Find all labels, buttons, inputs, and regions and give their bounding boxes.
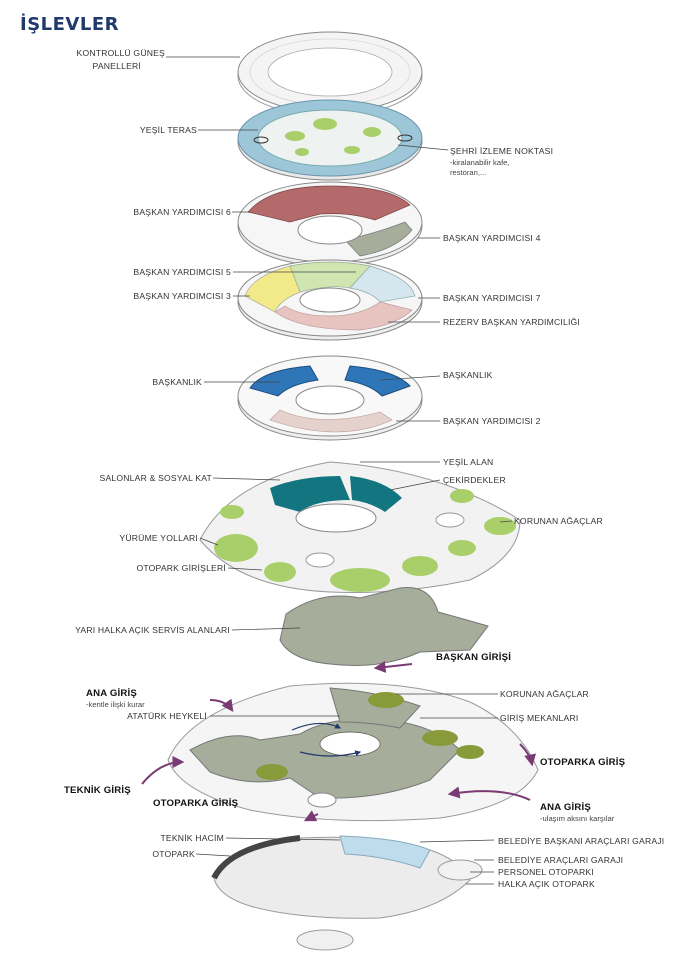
label-vice-mayor-4: BAŞKAN YARDIMCISI 4 [443,233,541,243]
label-walkways: YÜRÜME YOLLARI [119,533,198,543]
layer-parking [211,835,483,951]
label-salons: SALONLAR & SOSYAL KAT [99,473,212,483]
label-reserve: REZERV BAŞKAN YARDIMCILIĞI [443,317,581,327]
label-city-view-sub2: restoran,... [450,168,487,177]
label-technical-entrance: TEKNİK GİRİŞ [64,785,131,796]
label-main-entrance-2: ANA GİRİŞ [540,802,592,813]
label-solar-panels-1: KONTROLLÜ GÜNEŞ [76,48,165,58]
label-protected-trees-1: KORUNAN AĞAÇLAR [514,516,603,526]
label-city-view: ŞEHRİ İZLEME NOKTASI [450,146,554,156]
label-staff-parking: PERSONEL OTOPARKI [498,867,594,877]
label-parking-entrances: OTOPARK GİRİŞLERİ [136,563,226,573]
label-main-entrance-1-sub: -kentle ilişki kurar [86,700,145,709]
label-entrance-spaces: GİRİŞ MEKANLARI [500,713,579,723]
label-mayor-entrance: BAŞKAN GİRİŞİ [436,652,512,663]
layer-green-terrace [237,99,423,181]
label-presidency-right: BAŞKANLIK [443,370,493,380]
label-mayor-garage: BELEDİYE BAŞKANI ARAÇLARI GARAJI [498,836,665,846]
label-city-view-sub1: -kiralanabilir kafe, [450,158,510,167]
label-vice-mayor-3: BAŞKAN YARDIMCISI 3 [133,291,231,301]
layer-service [279,587,489,666]
label-parking: OTOPARK [152,849,195,859]
label-parking-entry-right: OTOPARKA GİRİŞ [540,757,626,768]
entrance-arrows [141,660,536,822]
label-main-entrance-1: ANA GİRİŞ [86,688,138,699]
label-protected-trees-2: KORUNAN AĞAÇLAR [500,689,589,699]
layer-presidency [237,355,423,441]
label-service-areas: YARI HALKA AÇIK SERVİS ALANLARI [75,625,230,635]
label-presidency-left: BAŞKANLIK [152,377,202,387]
label-cores: ÇEKİRDEKLER [443,475,506,485]
layer-solar-panels [237,31,423,117]
layer-vice-mayors-5-3-7 [237,259,423,341]
label-solar-panels-2: PANELLERİ [92,61,141,71]
label-vice-mayor-7: BAŞKAN YARDIMCISI 7 [443,293,541,303]
label-main-entrance-2-sub: -ulaşım aksını karşılar [540,814,615,823]
label-vice-mayor-2: BAŞKAN YARDIMCISI 2 [443,416,541,426]
layer-vice-mayors-6-4 [237,181,423,267]
label-parking-entry-left: OTOPARKA GİRİŞ [153,798,239,809]
label-ataturk-statue: ATATÜRK HEYKELİ [127,711,207,721]
layer-social-floor [199,461,521,593]
label-technical-volume: TEKNİK HACİM [160,833,224,843]
page-title: İŞLEVLER [20,14,119,35]
layer-entrance [167,682,539,822]
label-municipal-garage: BELEDİYE ARAÇLARI GARAJI [498,855,624,865]
label-green-area: YEŞİL ALAN [443,457,494,467]
leader-lines [166,56,513,885]
label-vice-mayor-6: BAŞKAN YARDIMCISI 6 [133,207,231,217]
label-green-terrace: YEŞİL TERAS [139,125,197,135]
label-vice-mayor-5: BAŞKAN YARDIMCISI 5 [133,267,231,277]
label-public-parking: HALKA AÇIK OTOPARK [498,879,595,889]
